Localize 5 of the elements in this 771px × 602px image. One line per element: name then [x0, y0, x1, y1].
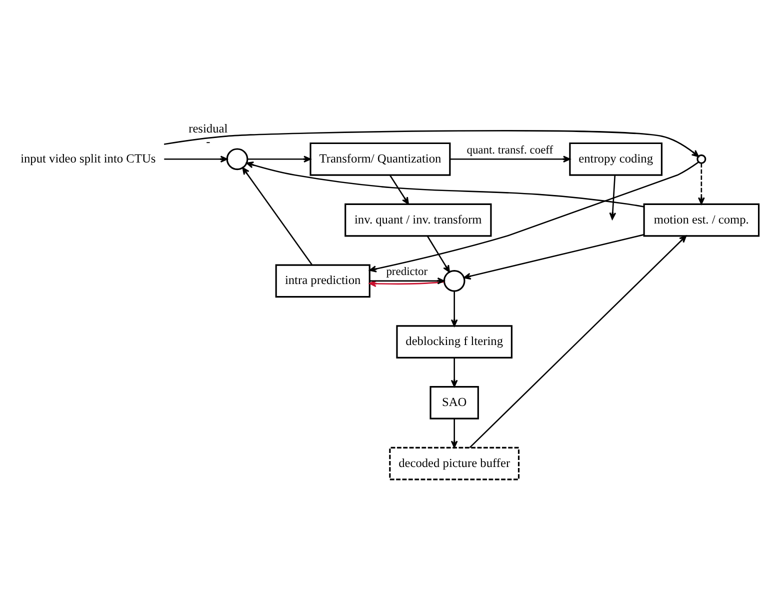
- node-text: input video split into CTUs: [20, 151, 156, 166]
- node-label: -: [206, 134, 210, 149]
- node-label: residual: [188, 121, 228, 136]
- edge-label: predictor: [386, 266, 428, 278]
- edge-label: quant. transf. coeff: [466, 144, 554, 156]
